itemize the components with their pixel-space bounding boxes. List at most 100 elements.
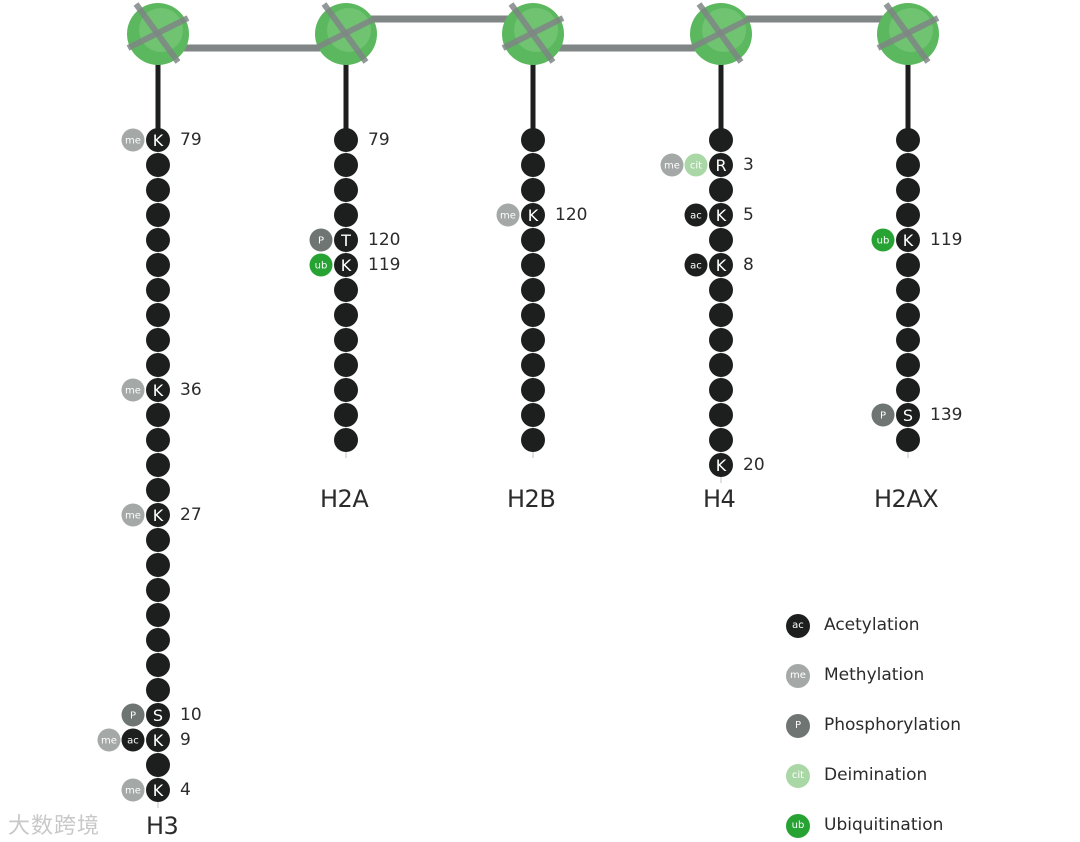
- mod-cit-label: cit: [690, 161, 702, 172]
- legend-item-phosphorylation: P Phosphorylation: [786, 712, 1046, 742]
- mod-me-label: me: [500, 211, 516, 222]
- residue-bead: [334, 203, 358, 227]
- legend-label: Acetylation: [824, 615, 920, 635]
- residue-bead: [521, 278, 545, 302]
- residue-bead: [896, 278, 920, 302]
- residue-bead: [709, 328, 733, 352]
- residue-bead: [896, 253, 920, 277]
- residue-letter: K: [153, 731, 164, 750]
- residue-bead: [709, 428, 733, 452]
- residue-bead: [709, 303, 733, 327]
- residue-bead: [146, 753, 170, 777]
- legend-item-deimination: cit Deimination: [786, 762, 1046, 792]
- residue-letter: T: [340, 231, 351, 250]
- mod-P-label: P: [880, 411, 886, 422]
- residue-bead: [146, 278, 170, 302]
- legend-label: Methylation: [824, 665, 924, 685]
- residue-bead: [146, 253, 170, 277]
- residue-position-label: 36: [180, 381, 202, 399]
- residue-bead: [146, 303, 170, 327]
- residue-bead: [146, 203, 170, 227]
- residue-letter: K: [153, 381, 164, 400]
- residue-bead: [334, 153, 358, 177]
- residue-bead: [896, 303, 920, 327]
- residue-letter: K: [716, 256, 727, 275]
- legend-dot-cit: cit: [786, 764, 810, 788]
- residue-bead: [334, 303, 358, 327]
- residue-letter: K: [528, 206, 539, 225]
- residue-position-label: 5: [743, 206, 754, 224]
- mod-P-label: P: [318, 236, 324, 247]
- legend-dot-me: me: [786, 664, 810, 688]
- residue-bead: [521, 428, 545, 452]
- residue-letter: K: [716, 206, 727, 225]
- residue-letter: K: [153, 781, 164, 800]
- residue-position-label: 139: [930, 406, 962, 424]
- residue-bead: [521, 153, 545, 177]
- residue-bead: [709, 178, 733, 202]
- residue-bead: [521, 228, 545, 252]
- residue-bead: [709, 128, 733, 152]
- histone-label-h4: H4: [703, 485, 735, 513]
- watermark: 大数跨境: [8, 808, 100, 840]
- mod-me-label: me: [125, 136, 141, 147]
- legend-dot-ac: ac: [786, 614, 810, 638]
- residue-letter: K: [341, 256, 352, 275]
- residue-position-label: 4: [180, 781, 191, 799]
- mod-me-label: me: [125, 786, 141, 797]
- mod-ub-label: ub: [877, 236, 890, 247]
- residue-position-label: 10: [180, 706, 202, 724]
- residue-letter: S: [903, 406, 913, 425]
- legend-item-acetylation: ac Acetylation: [786, 612, 1046, 642]
- residue-bead: [146, 403, 170, 427]
- residue-letter: S: [153, 706, 163, 725]
- residue-bead: [334, 353, 358, 377]
- residue-bead: [521, 328, 545, 352]
- residue-bead: [334, 328, 358, 352]
- residue-bead: [146, 528, 170, 552]
- residue-bead: [146, 478, 170, 502]
- residue-bead: [896, 153, 920, 177]
- legend-dot-ub: ub: [786, 814, 810, 838]
- residue-position-label: 27: [180, 506, 202, 524]
- residue-bead: [896, 178, 920, 202]
- residue-bead: [146, 653, 170, 677]
- residue-position-label: 9: [180, 731, 191, 749]
- legend-dot-p: P: [786, 714, 810, 738]
- residue-letter: K: [153, 506, 164, 525]
- mod-P-label: P: [130, 711, 136, 722]
- residue-letter: K: [716, 456, 727, 475]
- residue-bead: [709, 378, 733, 402]
- histone-label-h3: H3: [146, 812, 178, 840]
- residue-bead: [146, 428, 170, 452]
- residue-position-label: 79: [368, 131, 390, 149]
- residue-bead: [521, 178, 545, 202]
- residue-bead: [709, 228, 733, 252]
- mod-ub-label: ub: [315, 261, 328, 272]
- residue-bead: [521, 353, 545, 377]
- residue-bead: [146, 678, 170, 702]
- legend-label: Phosphorylation: [824, 715, 961, 735]
- mod-me-label: me: [125, 511, 141, 522]
- residue-bead: [521, 303, 545, 327]
- residue-position-label: 3: [743, 156, 754, 174]
- residue-bead: [334, 178, 358, 202]
- residue-bead: [334, 428, 358, 452]
- residue-position-label: 8: [743, 256, 754, 274]
- residue-position-label: 120: [555, 206, 587, 224]
- mod-ac-label: ac: [127, 736, 139, 747]
- residue-bead: [146, 228, 170, 252]
- residue-position-label: 119: [930, 231, 962, 249]
- residue-bead: [709, 403, 733, 427]
- residue-bead: [146, 628, 170, 652]
- residue-letter: K: [153, 131, 164, 150]
- residue-letter: R: [715, 156, 726, 175]
- residue-letter: K: [903, 231, 914, 250]
- legend-item-ubiquitination: ub Ubiquitination: [786, 812, 1046, 842]
- mod-me-label: me: [101, 736, 117, 747]
- residue-bead: [146, 353, 170, 377]
- residue-position-label: 119: [368, 256, 400, 274]
- residue-bead: [334, 128, 358, 152]
- residue-bead: [896, 353, 920, 377]
